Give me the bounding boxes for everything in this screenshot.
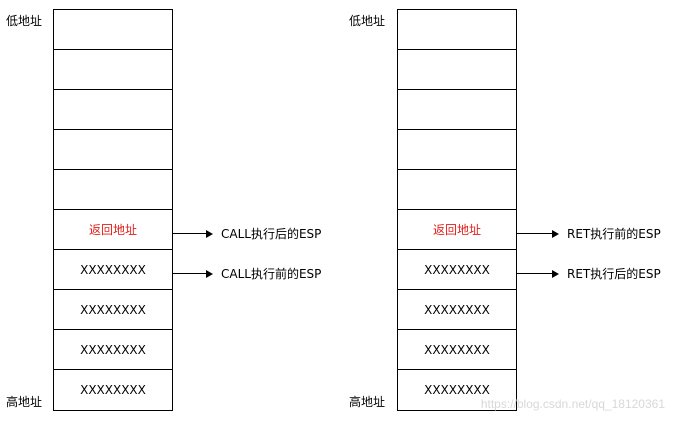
return-address-cell: 返回地址	[398, 210, 516, 250]
stack-cell: XXXXXXXX	[80, 383, 146, 397]
arrow-line	[173, 273, 206, 274]
stack-right: 返回地址 XXXXXXXX XXXXXXXX XXXXXXXX XXXXXXXX	[397, 9, 517, 411]
arrow-line	[517, 273, 552, 274]
arrow-head-icon	[206, 229, 213, 238]
watermark: https://blog.csdn.net/qq_18120361	[480, 397, 665, 411]
stack-cell	[398, 170, 516, 210]
stack-cell	[398, 10, 516, 50]
stack-cell	[398, 90, 516, 130]
stack-cell	[398, 50, 516, 90]
stack-cell	[54, 170, 172, 210]
high-address-label-left: 高地址	[6, 395, 43, 409]
esp-pointer-after-call: CALL执行后的ESP	[173, 225, 321, 242]
stack-cell: XXXXXXXX	[424, 383, 490, 397]
pointer-label: RET执行后的ESP	[567, 267, 661, 281]
stack-cell	[54, 130, 172, 170]
return-address-cell: 返回地址	[54, 210, 172, 250]
esp-pointer-after-ret: RET执行后的ESP	[517, 265, 661, 282]
stack-left: 返回地址 XXXXXXXX XXXXXXXX XXXXXXXX XXXXXXXX	[53, 9, 173, 411]
arrow-line	[173, 233, 206, 234]
stack-cell: XXXXXXXX	[54, 330, 172, 370]
stack-cell: XXXXXXXX	[398, 330, 516, 370]
stack-cell	[398, 130, 516, 170]
arrow-head-icon	[552, 229, 559, 238]
stack-cell	[54, 50, 172, 90]
esp-pointer-before-ret: RET执行前的ESP	[517, 225, 661, 242]
stack-cell: XXXXXXXX	[54, 290, 172, 330]
low-address-label-right: 低地址	[349, 14, 386, 28]
high-address-label-right: 高地址	[349, 395, 386, 409]
arrow-head-icon	[206, 269, 213, 278]
esp-pointer-before-call: CALL执行前的ESP	[173, 265, 321, 282]
low-address-label-left: 低地址	[6, 14, 43, 28]
pointer-label: CALL执行前的ESP	[221, 267, 322, 281]
stack-cell: XXXXXXXX	[54, 250, 172, 290]
pointer-label: RET执行前的ESP	[567, 227, 661, 241]
arrow-head-icon	[552, 269, 559, 278]
arrow-line	[517, 233, 552, 234]
stack-cell: XXXXXXXX	[398, 290, 516, 330]
stack-cell	[54, 90, 172, 130]
stack-cell: XXXXXXXX	[398, 250, 516, 290]
stack-cell	[54, 10, 172, 50]
pointer-label: CALL执行后的ESP	[221, 227, 322, 241]
